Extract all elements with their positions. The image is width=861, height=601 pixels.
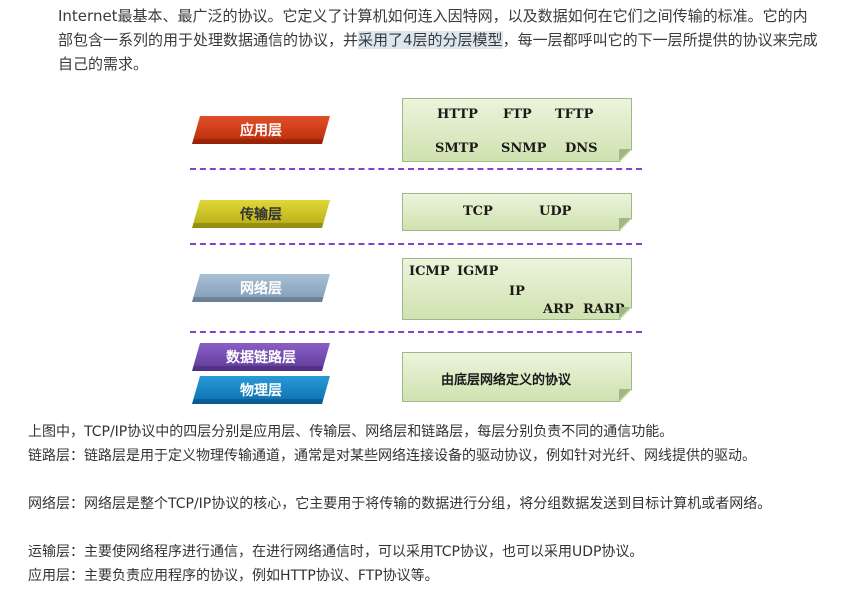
protocol-rarp: RARP (583, 302, 625, 317)
protocol-snmp: SNMP (501, 141, 547, 156)
transport-protocols-box: TCP UDP (402, 193, 632, 231)
paragraph-network-layer: 网络层：网络层是整个TCP/IP协议的核心，它主要用于将传输的数据进行分组，将分… (28, 496, 772, 512)
paragraph-application-layer: 应用层：主要负责应用程序的协议，例如HTTP协议、FTP协议等。 (28, 568, 439, 584)
paragraph-overview: 上图中，TCP/IP协议中的四层分别是应用层、传输层、网络层和链路层，每层分别负… (28, 424, 674, 440)
protocol-underlying-network: 由底层网络定义的协议 (441, 373, 572, 388)
protocol-dns: DNS (565, 141, 598, 156)
protocol-http: HTTP (437, 107, 478, 122)
layer-physical: 物理层 (192, 376, 330, 404)
protocol-arp: ARP (543, 302, 574, 317)
tcpip-layer-diagram: 应用层 传输层 网络层 数据链路层 物理层 HTTP FTP TFTP SMTP… (190, 0, 642, 420)
physical-protocols-box: 由底层网络定义的协议 (402, 352, 632, 402)
intro-text-before: Internet最基本、最广泛的协议。它定义了计算机如何连入因特网，以及数据如何… (58, 7, 808, 49)
intro-highlight: 采用了4层的分层模型 (358, 31, 503, 49)
protocol-ip: IP (509, 284, 525, 299)
protocol-tftp: TFTP (555, 107, 594, 122)
protocol-smtp: SMTP (435, 141, 479, 156)
protocol-icmp: ICMP (409, 264, 450, 279)
paragraph-link-layer: 链路层：链路层是用于定义物理传输通道，通常是对某些网络连接设备的驱动协议，例如针… (28, 448, 756, 464)
layer-divider (190, 243, 642, 245)
layer-divider (190, 168, 642, 170)
protocol-tcp: TCP (463, 204, 493, 219)
layer-divider (190, 331, 642, 333)
paragraph-transport-layer: 运输层：主要使网络程序进行通信，在进行网络通信时，可以采用TCP协议，也可以采用… (28, 544, 644, 560)
protocol-ftp: FTP (503, 107, 532, 122)
protocol-udp: UDP (539, 204, 572, 219)
network-protocols-box: ICMP IGMP IP ARP RARP (402, 258, 632, 320)
intro-text-after: ，每一层都呼叫它的下一层所提供的协议来完成自己的需求。 (58, 31, 818, 73)
intro-paragraph: Internet最基本、最广泛的协议。它定义了计算机如何连入因特网，以及数据如何… (58, 4, 818, 76)
layer-datalink: 数据链路层 (192, 343, 330, 371)
application-protocols-box: HTTP FTP TFTP SMTP SNMP DNS (402, 98, 632, 162)
layer-transport: 传输层 (192, 200, 330, 228)
layer-network: 网络层 (192, 274, 330, 302)
protocol-igmp: IGMP (457, 264, 499, 279)
layer-application: 应用层 (192, 116, 330, 144)
